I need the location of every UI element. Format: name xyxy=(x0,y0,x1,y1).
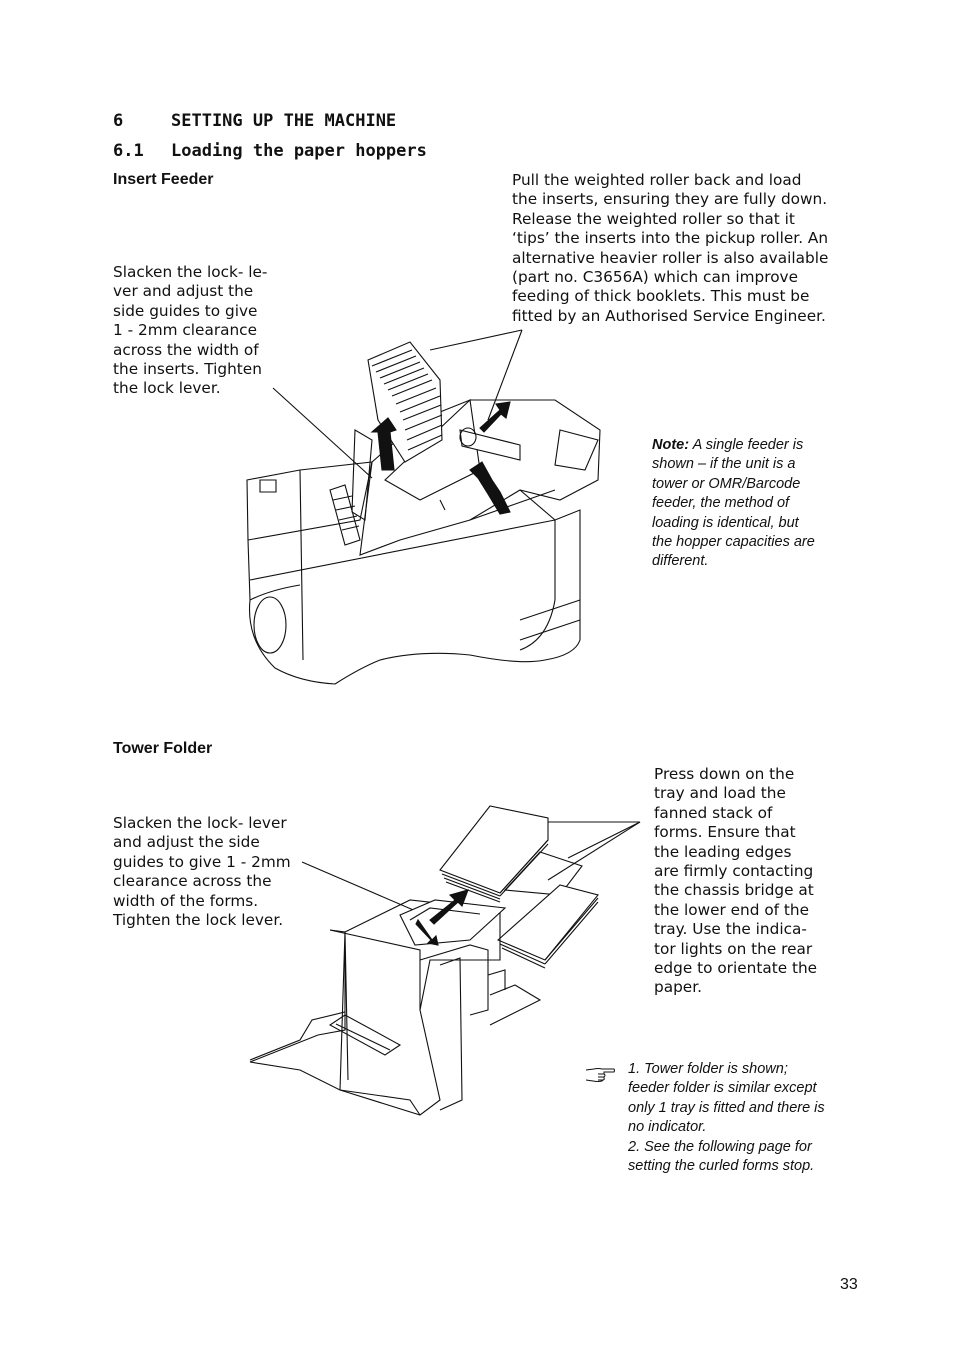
tower-callout-right-b xyxy=(548,822,640,880)
indicator-plug xyxy=(260,480,276,492)
machine-top-left xyxy=(247,462,372,540)
machine-body xyxy=(248,510,580,684)
tower-column xyxy=(440,958,462,1110)
insert-feeder-heading: Insert Feeder xyxy=(113,171,214,188)
insert-feeder-left-text: Slacken the lock- le- ver and adjust the… xyxy=(113,263,268,398)
section-title: SETTING UP THE MACHINE xyxy=(171,111,397,131)
rail-details xyxy=(440,490,555,520)
machine-port xyxy=(254,597,286,653)
delivery-slot-line xyxy=(336,1024,390,1050)
tower-hopper-guide xyxy=(410,908,480,920)
callout-line-right-b xyxy=(488,330,522,420)
tower-folder-left-text: Slacken the lock- lever and adjust the s… xyxy=(113,814,291,930)
tower-folder-heading: Tower Folder xyxy=(113,740,213,757)
subsection-title: Loading the paper hoppers xyxy=(171,141,427,161)
guide-arrow-icon xyxy=(416,920,438,945)
base-front xyxy=(250,1062,420,1115)
adjust-arrow-icon xyxy=(470,462,510,514)
tower-callout-right-c xyxy=(568,822,640,858)
upper-tray xyxy=(505,852,582,895)
machine-rail xyxy=(250,520,555,580)
tower-front-edge xyxy=(330,930,420,1010)
output-trays xyxy=(488,970,540,1025)
base-left xyxy=(250,1012,345,1062)
hopper-tray xyxy=(360,400,600,555)
delivery-slot xyxy=(330,1015,400,1055)
pickup-paddles xyxy=(330,485,360,545)
load-arrow-icon xyxy=(430,890,468,924)
lower-tray-stack xyxy=(498,885,598,960)
roller-back-arrow-icon xyxy=(480,402,510,432)
tower-face xyxy=(420,945,488,1015)
tower-folder-footnote: 1. Tower folder is shown; feeder folder … xyxy=(628,1061,825,1175)
forms-stack-edges xyxy=(442,840,548,902)
machine-panel-edge xyxy=(300,470,303,660)
tower-side-edge xyxy=(330,930,348,1080)
weighted-roller xyxy=(460,430,520,460)
down-arrow-icon xyxy=(372,418,396,470)
insert-feeder-right-text: Pull the weighted roller back and load t… xyxy=(512,171,829,325)
side-guide xyxy=(352,430,372,520)
callout-line-right-a xyxy=(430,330,522,350)
section-heading: 6 SETTING UP THE MACHINE xyxy=(113,111,396,131)
right-guide xyxy=(555,430,598,470)
note-label: Note: xyxy=(652,437,690,453)
insert-feeder-note: Note: A single feeder is shown – if the … xyxy=(652,436,852,572)
paddle-lines xyxy=(333,496,359,530)
subsection-number: 6.1 xyxy=(113,141,144,161)
machine-seam xyxy=(250,585,300,600)
tower-callout-left xyxy=(302,862,418,912)
tower-folder-right-text: Press down on the tray and load the fann… xyxy=(654,765,818,997)
roller-end xyxy=(460,428,476,446)
page-number: 33 xyxy=(840,1276,858,1293)
section-number: 6 xyxy=(113,111,124,131)
lower-tray-edges xyxy=(500,898,598,968)
base-rails xyxy=(520,600,580,640)
callout-line-left xyxy=(273,388,372,478)
forms-stack xyxy=(440,806,548,893)
note-text: A single feeder is shown – if the unit i… xyxy=(652,437,815,570)
hopper-side xyxy=(520,490,555,650)
subsection-heading: 6.1 Loading the paper hoppers xyxy=(113,141,427,161)
pointing-hand-icon xyxy=(584,1064,616,1084)
insert-stack-lines xyxy=(372,350,442,450)
